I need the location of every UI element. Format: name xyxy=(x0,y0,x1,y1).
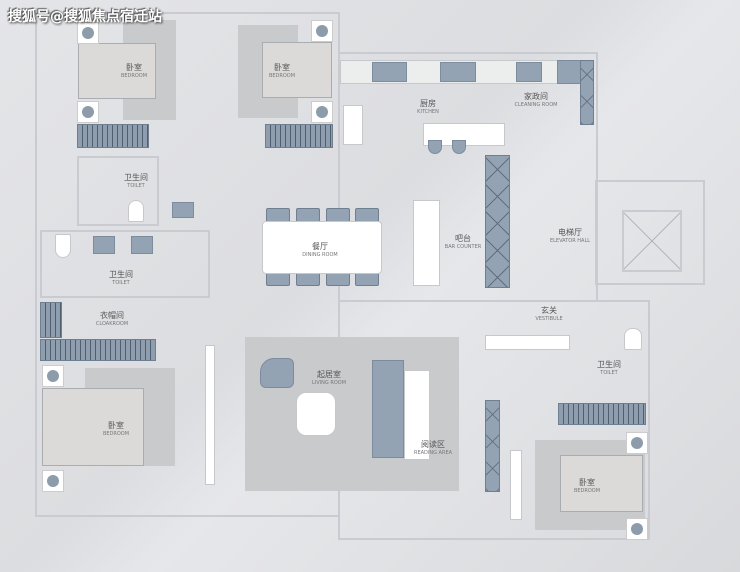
sink xyxy=(516,62,542,82)
lamp-icon xyxy=(77,101,99,123)
lamp-icon xyxy=(626,432,648,454)
armchair xyxy=(260,358,294,388)
wardrobe xyxy=(558,403,646,425)
watermark: 搜狐号@搜狐焦点宿迁站 xyxy=(8,9,162,25)
wardrobe xyxy=(77,124,149,148)
bed xyxy=(560,455,643,512)
lamp-icon xyxy=(311,101,333,123)
kitchen-sink xyxy=(372,62,407,82)
toilet-bowl xyxy=(55,234,71,258)
sofa xyxy=(372,360,404,458)
toilet-bowl xyxy=(624,328,642,350)
bar-stool xyxy=(452,140,466,154)
lamp-icon xyxy=(311,20,333,42)
lamp-icon xyxy=(626,518,648,540)
chair xyxy=(326,208,350,222)
chair xyxy=(326,272,350,286)
sink xyxy=(93,236,115,254)
sink xyxy=(172,202,194,218)
wardrobe xyxy=(265,124,333,148)
tall-cabinet xyxy=(485,155,510,288)
bed xyxy=(78,43,156,99)
window-sill xyxy=(205,345,215,485)
tall-cabinet xyxy=(485,400,500,492)
chair xyxy=(296,272,320,286)
chair xyxy=(296,208,320,222)
dining-table xyxy=(262,221,382,274)
chair xyxy=(266,208,290,222)
lamp-icon xyxy=(42,470,64,492)
toilet-wall xyxy=(40,230,210,298)
elevator-car xyxy=(622,210,682,272)
vestibule-bench xyxy=(485,335,570,350)
coffee-table xyxy=(296,392,336,436)
bed xyxy=(262,42,332,98)
chair xyxy=(266,272,290,286)
toilet-wall xyxy=(77,156,159,226)
reading-desk xyxy=(404,370,430,460)
bar-counter xyxy=(413,200,440,286)
window-sill xyxy=(510,450,522,520)
stove-icon xyxy=(440,62,476,82)
wardrobe xyxy=(40,302,62,338)
sink xyxy=(131,236,153,254)
cabinet xyxy=(580,60,594,125)
bar-stool xyxy=(428,140,442,154)
chair xyxy=(355,272,379,286)
elevator-shaft-wall xyxy=(595,180,705,285)
toilet-bowl xyxy=(128,200,144,222)
lamp-icon xyxy=(42,365,64,387)
fridge xyxy=(343,105,363,145)
wardrobe xyxy=(40,339,156,361)
washing-machine xyxy=(557,60,581,84)
chair xyxy=(355,208,379,222)
lamp-icon xyxy=(77,22,99,44)
bed xyxy=(42,388,144,466)
